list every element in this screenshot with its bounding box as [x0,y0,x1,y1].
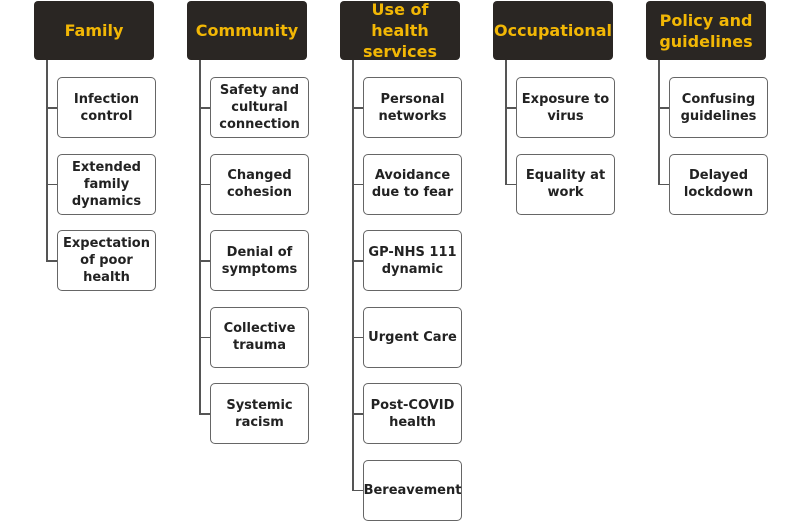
connector-line [46,260,57,262]
connector-line [352,336,363,338]
connector-line [199,107,210,109]
connector-line [658,183,669,185]
subtheme-box: Bereavement [363,459,462,521]
connector-line [352,60,354,490]
theme-header: Policy and guidelines [646,1,766,60]
theme-header: Community [187,1,307,60]
subtheme-box: Extended family dynamics [57,153,156,215]
theme-header: Family [34,1,154,60]
connector-line [199,260,210,262]
connector-line [199,183,210,185]
theme-header: Use of health services [340,0,460,61]
subtheme-box: GP-NHS 111 dynamic [363,230,462,291]
subtheme-box: Delayed lockdown [669,153,768,215]
connector-line [352,413,363,415]
connector-line [658,60,660,184]
connector-line [46,107,57,109]
subtheme-box: Safety and cultural connection [210,77,309,138]
connector-line [46,60,48,260]
subtheme-box: Collective trauma [210,306,309,368]
connector-line [505,60,507,184]
connector-line [46,183,57,185]
subtheme-box: Infection control [57,77,156,138]
connector-line [352,107,363,109]
subtheme-box: Avoidance due to fear [363,153,462,215]
subtheme-box: Equality at work [516,153,615,215]
connector-line [658,107,669,109]
connector-line [352,183,363,185]
connector-line [352,489,363,491]
subtheme-box: Urgent Care [363,306,462,368]
connector-line [505,107,516,109]
subtheme-box: Post-COVID health [363,383,462,444]
subtheme-box: Personal networks [363,77,462,138]
connector-line [199,413,210,415]
subtheme-box: Denial of symptoms [210,230,309,291]
connector-line [505,183,516,185]
theme-header: Occupational [493,1,613,60]
connector-line [352,260,363,262]
subtheme-box: Exposure to virus [516,77,615,138]
subtheme-box: Expectation of poor health [57,230,156,291]
connector-line [199,336,210,338]
connector-line [199,60,201,413]
subtheme-box: Systemic racism [210,383,309,444]
subtheme-box: Confusing guidelines [669,77,768,138]
subtheme-box: Changed cohesion [210,153,309,215]
